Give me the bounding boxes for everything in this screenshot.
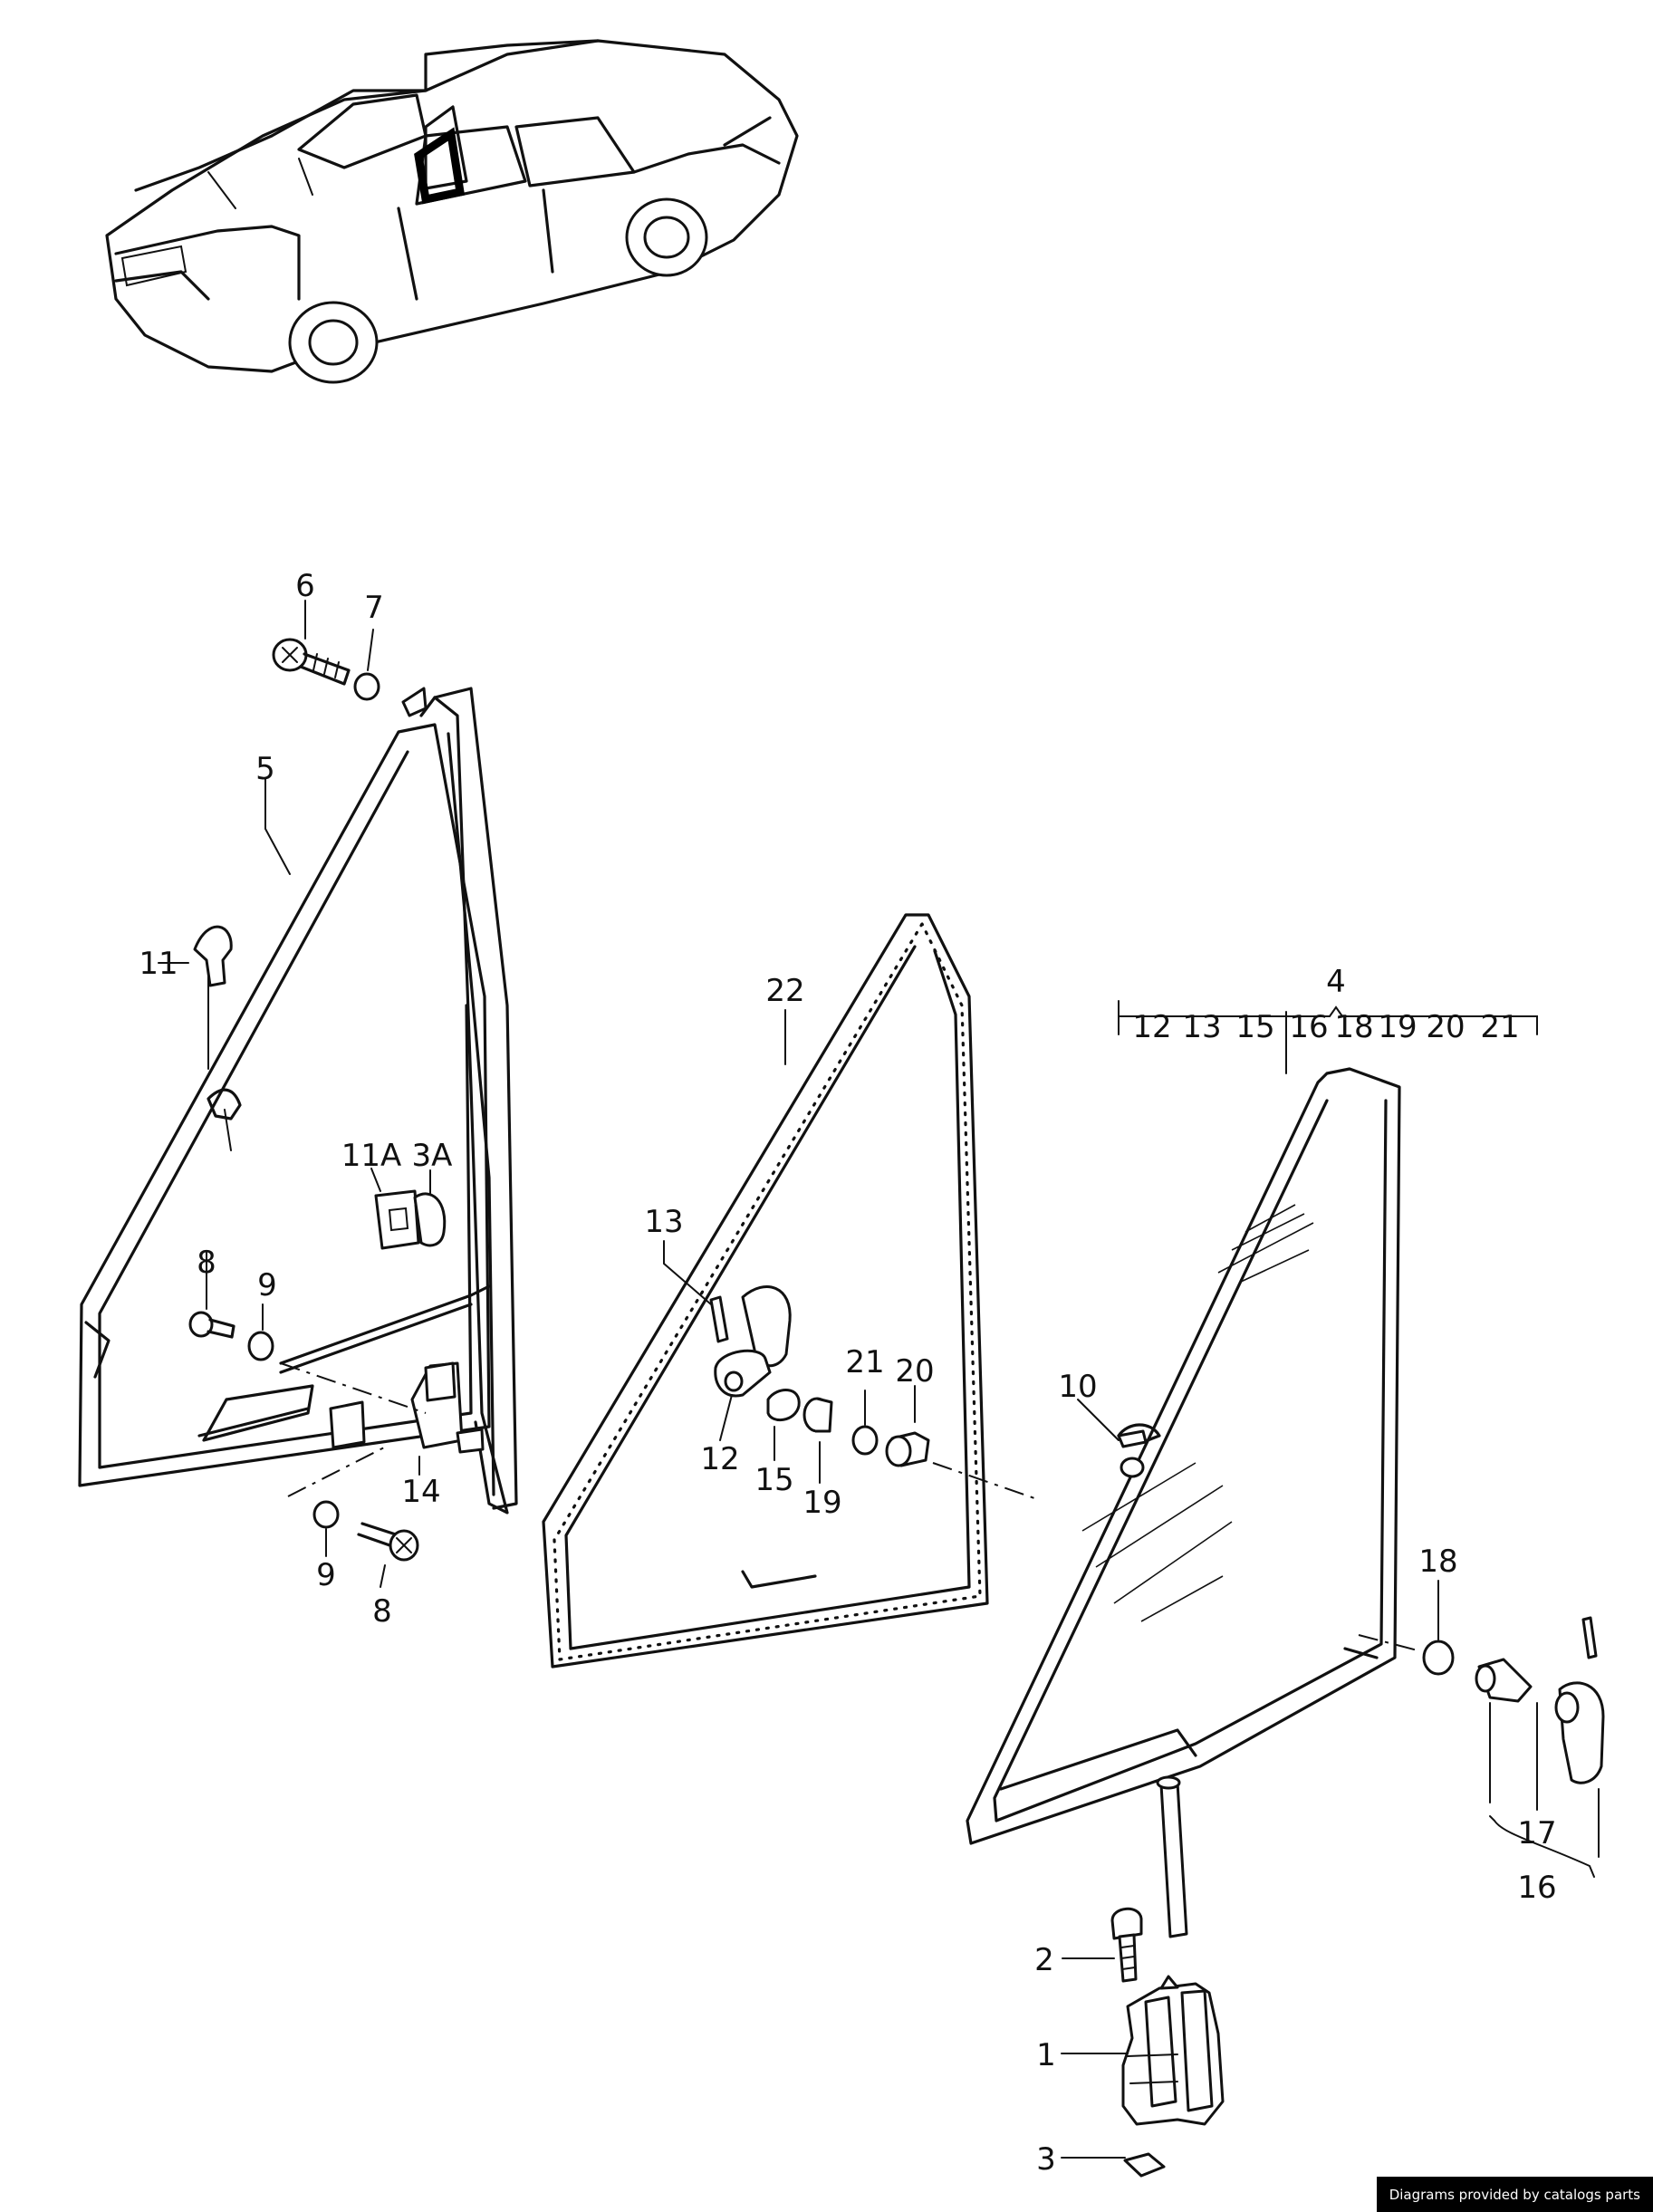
label-10: 10 [1058, 1369, 1097, 1405]
screw-part-6 [272, 638, 351, 686]
pivot-part-20 [885, 1431, 930, 1467]
label-11: 11 [139, 946, 178, 982]
screw-part-8-top [188, 1311, 235, 1339]
label-16: 16 [1517, 1870, 1556, 1906]
label-1: 1 [1036, 2037, 1056, 2073]
lever-part-12 [714, 1285, 792, 1398]
washer-part-18 [1422, 1640, 1455, 1676]
kit-item-15: 15 [1235, 1009, 1274, 1045]
knob-part-16 [1554, 1681, 1605, 1784]
washer-part-21 [851, 1425, 879, 1456]
label-2: 2 [1034, 1942, 1054, 1978]
label-4: 4 [1326, 964, 1346, 1000]
label-8-top: 8 [197, 1245, 216, 1281]
label-11a: 11A [341, 1138, 402, 1174]
kit-item-18: 18 [1334, 1009, 1373, 1045]
leader-dashed-9 [287, 1444, 390, 1497]
screw-part-8-bottom [357, 1522, 419, 1562]
leader-dashed-14 [280, 1362, 427, 1414]
spring-part-15 [766, 1389, 801, 1421]
label-9-bottom: 9 [316, 1557, 336, 1593]
label-3a: 3A [412, 1138, 453, 1174]
window-seal-part-22 [542, 913, 989, 1669]
window-frame-part-5 [78, 687, 518, 1515]
guide-part-1 [1121, 1975, 1225, 2126]
label-7: 7 [364, 590, 384, 626]
clip-part-11a [374, 1189, 420, 1250]
bracket-part-10 [1117, 1429, 1148, 1448]
label-19: 19 [802, 1485, 841, 1521]
label-21: 21 [845, 1344, 884, 1380]
label-13: 13 [644, 1204, 683, 1240]
bush-part-19 [802, 1397, 833, 1433]
leader-dashed-20 [932, 1462, 1038, 1500]
washer-part-10 [1120, 1457, 1145, 1478]
kit-item-19: 19 [1378, 1009, 1417, 1045]
label-22: 22 [765, 973, 804, 1009]
label-20: 20 [895, 1353, 934, 1390]
pin-part-16-small [1581, 1616, 1598, 1659]
leader-lines [158, 600, 1600, 2159]
label-14: 14 [401, 1474, 440, 1510]
kit-item-21: 21 [1480, 1009, 1519, 1045]
label-5: 5 [255, 751, 275, 787]
leader-dashed-18 [1358, 1634, 1418, 1651]
label-9-top: 9 [257, 1267, 277, 1303]
pin-part-13 [709, 1295, 729, 1343]
kit-item-20: 20 [1426, 1009, 1465, 1045]
screw-part-2 [1110, 1907, 1143, 1983]
label-3: 3 [1036, 2141, 1056, 2178]
grommet-top [401, 687, 428, 717]
car-overview-illustration [105, 39, 799, 384]
kit-item-12: 12 [1132, 1009, 1171, 1045]
label-15: 15 [754, 1462, 793, 1498]
washer-part-7 [353, 672, 380, 701]
kit-item-16: 16 [1289, 1009, 1328, 1045]
bracket-part-14 [329, 1361, 485, 1454]
window-glass-part-4 [966, 1067, 1401, 1845]
nut-part-3 [1123, 2152, 1166, 2178]
kit-item-13: 13 [1182, 1009, 1221, 1045]
plug-part-11 [193, 925, 233, 987]
washer-part-9-bottom [312, 1500, 340, 1529]
part-labels: 6 7 5 11 11A 3A 8 9 14 9 8 22 13 12 15 1… [139, 568, 1556, 2178]
label-18: 18 [1418, 1544, 1457, 1580]
rod-part-guide [1156, 1775, 1188, 1938]
washer-part-9-top [247, 1331, 274, 1361]
attribution-footer: Diagrams provided by catalogs parts [1376, 2177, 1653, 2212]
label-8-bottom: 8 [372, 1593, 392, 1630]
label-17: 17 [1517, 1815, 1556, 1851]
label-12: 12 [700, 1441, 739, 1477]
pin-part-17 [1475, 1658, 1533, 1703]
label-6: 6 [295, 568, 315, 604]
cap-part-3a [413, 1192, 447, 1247]
